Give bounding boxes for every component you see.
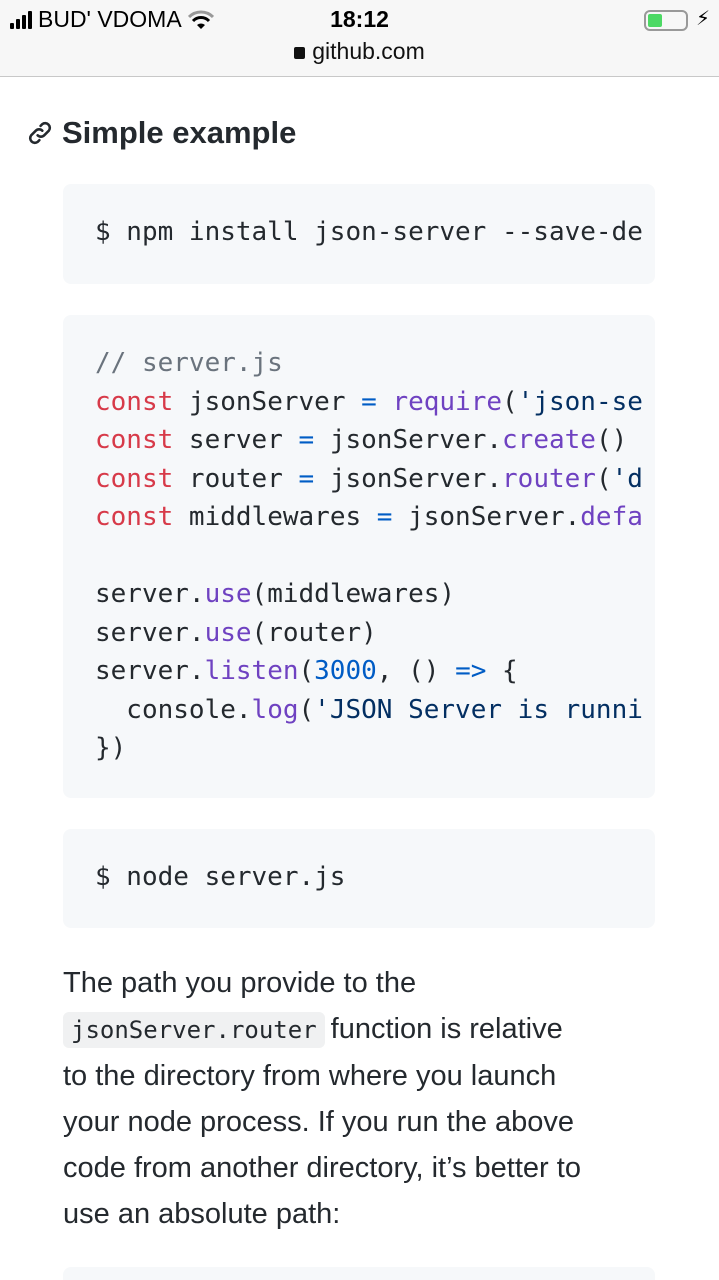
code-token: log — [251, 694, 299, 725]
paragraph-line: The path you provide to the — [63, 967, 417, 999]
paragraph: The path you provide to the jsonServer.r… — [63, 960, 581, 1237]
code-token: // server.js — [95, 348, 283, 378]
code-token: create — [502, 425, 596, 455]
code-token: $ node server.js — [95, 862, 346, 892]
paragraph-line: code from another directory, it’s better… — [63, 1152, 581, 1184]
code-token: use — [204, 579, 252, 609]
code-token: 'd — [611, 463, 643, 494]
code-token: ( — [502, 386, 518, 417]
code-token: use — [204, 617, 252, 648]
code-token: jsonServer. — [314, 425, 503, 455]
code-line: server.use(router) — [95, 614, 655, 653]
code-token: 'JSON Server is runni — [314, 694, 643, 725]
code-token: $ npm install json-server --save-de — [95, 217, 643, 247]
code-token: server — [173, 425, 299, 455]
code-line: const server = jsonServer.create() — [95, 421, 655, 460]
code-token: server. — [95, 656, 205, 686]
code-token: require — [392, 386, 503, 417]
code-token: ( — [595, 463, 612, 494]
code-token — [377, 387, 393, 417]
code-line: // server.js — [95, 344, 655, 383]
signal-icon — [10, 10, 32, 29]
paragraph-line: to the directory from where you launch — [63, 1060, 557, 1092]
code-token: = — [298, 425, 315, 455]
code-token: 'json-se — [517, 386, 643, 417]
paragraph-text: function is relative — [330, 1013, 563, 1045]
paragraph-line: your node process. If you run the above — [63, 1106, 575, 1138]
code-line: server.listen(3000, () => { — [95, 652, 655, 691]
code-token: 3000 — [314, 656, 377, 686]
code-block-install[interactable]: $ npm install json-server --save-de — [63, 184, 655, 284]
code-line: }) — [95, 729, 655, 768]
code-token: const — [95, 463, 174, 494]
code-token: () — [595, 425, 628, 455]
section-heading: Simple example — [26, 115, 296, 151]
code-token: listen — [204, 656, 299, 686]
code-token: }) — [95, 733, 127, 763]
code-line: $ node server.js — [95, 858, 655, 897]
code-token: server. — [95, 617, 205, 648]
paragraph-line: use an absolute path: — [63, 1198, 341, 1230]
carrier-name: BUD' VDOMA — [38, 6, 182, 32]
code-token: console. — [95, 694, 252, 725]
code-token: ( — [298, 656, 315, 686]
address-bar[interactable]: github.com — [0, 38, 719, 65]
code-line: $ npm install json-server --save-de — [95, 213, 655, 252]
code-token: (middlewares) — [251, 579, 456, 609]
code-line: server.use(middlewares) — [95, 575, 655, 614]
code-token: router — [173, 463, 299, 494]
heading-title: Simple example — [62, 115, 297, 150]
code-line — [95, 537, 655, 576]
charging-icon: ⚡︎ — [696, 8, 711, 30]
code-token: const — [95, 502, 174, 532]
code-token: = — [298, 463, 315, 494]
code-token: => — [455, 656, 487, 686]
code-token: (router) — [251, 617, 377, 648]
code-token: middlewares — [173, 502, 377, 532]
code-line: const jsonServer = require('json-se — [95, 383, 655, 422]
clock: 18:12 — [330, 6, 389, 32]
url-text: github.com — [312, 38, 425, 64]
code-token: jsonServer — [173, 386, 362, 417]
code-block-next[interactable] — [63, 1267, 655, 1280]
code-token: { — [486, 656, 518, 686]
code-token: = — [361, 386, 377, 417]
code-token: ( — [298, 694, 315, 725]
code-line: console.log('JSON Server is runni — [95, 691, 655, 730]
carrier: BUD' VDOMA — [10, 6, 214, 33]
lock-icon — [294, 47, 306, 59]
code-token: server. — [95, 579, 205, 609]
code-token: jsonServer. — [314, 463, 503, 494]
code-block-run[interactable]: $ node server.js — [63, 829, 655, 928]
code-token: defa — [580, 502, 643, 532]
code-token: router — [502, 463, 596, 494]
code-line: const router = jsonServer.router('d — [95, 460, 655, 499]
code-token: const — [95, 386, 174, 417]
code-line: const middlewares = jsonServer.defa — [95, 498, 655, 537]
wifi-icon — [187, 10, 214, 29]
link-icon[interactable] — [26, 119, 54, 147]
browser-status-bar: BUD' VDOMA 18:12 github.com ⚡︎ — [0, 0, 719, 77]
code-token: = — [376, 502, 393, 532]
code-token: jsonServer. — [392, 502, 581, 532]
battery-icon — [644, 10, 688, 31]
code-token: const — [95, 425, 174, 455]
code-token: , () — [376, 656, 456, 686]
inline-code: jsonServer.router — [63, 1012, 325, 1048]
